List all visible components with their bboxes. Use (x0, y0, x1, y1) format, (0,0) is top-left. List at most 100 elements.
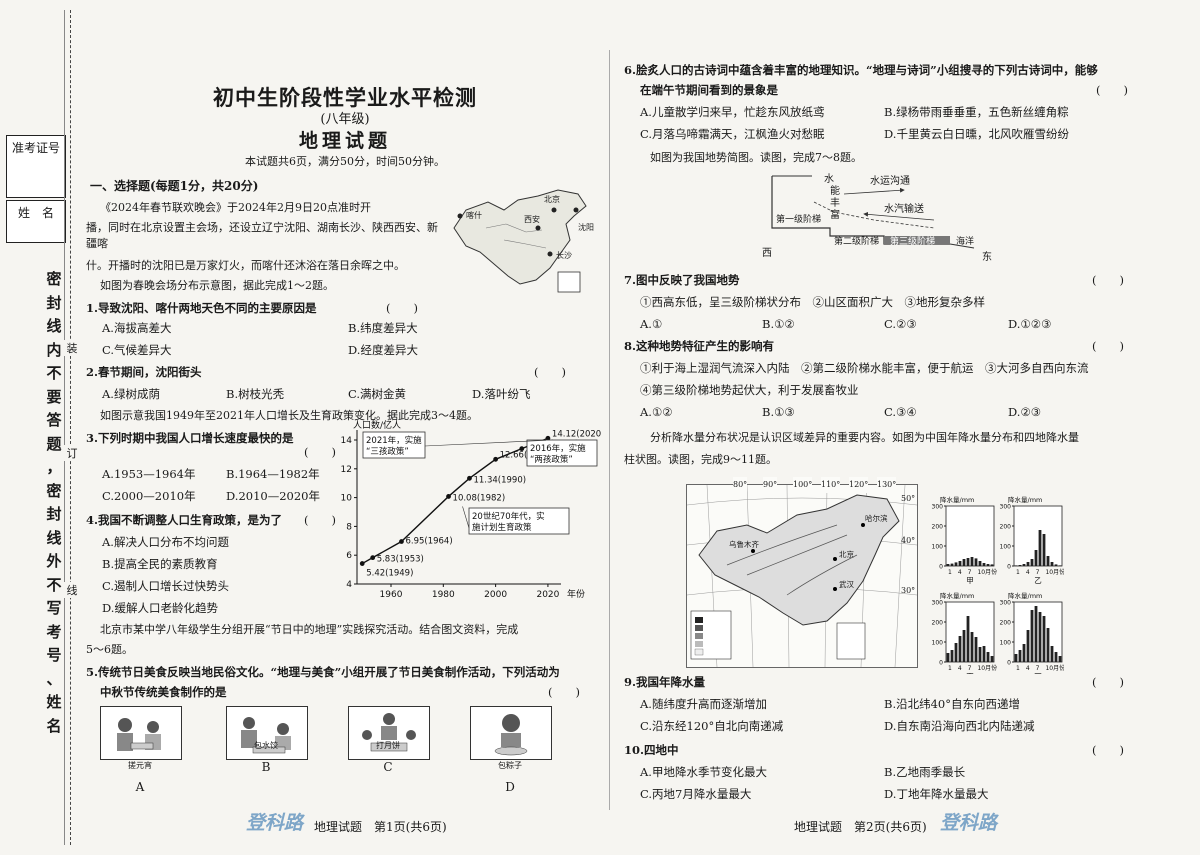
q3-option-b[interactable]: B.1964—1982年 (226, 467, 320, 481)
q5-picture-c[interactable] (348, 706, 430, 760)
q6-answer[interactable]: ( ) (1096, 83, 1128, 97)
q8-option-a[interactable]: A.①② (640, 405, 673, 419)
q3-option-d[interactable]: D.2010—2020年 (226, 489, 320, 503)
city-label-harbin: 哈尔滨 (865, 514, 888, 523)
y-tick-label: 6 (346, 551, 352, 561)
q1-option-d[interactable]: D.经度差异大 (348, 343, 418, 357)
q2-answer[interactable]: ( ) (534, 365, 566, 379)
precip-bar (982, 563, 986, 566)
q9-option-a[interactable]: A.随纬度升高而逐渐增加 (640, 697, 767, 711)
q8-option-c[interactable]: C.③④ (884, 405, 917, 419)
q6-option-c[interactable]: C.月落乌啼霜满天，江枫渔火对愁眠 (640, 127, 825, 141)
q4-option-a[interactable]: A.解决人口分布不均问题 (102, 535, 229, 549)
q10-answer[interactable]: ( ) (1092, 743, 1124, 757)
q10-option-c[interactable]: C.丙地7月降水量最大 (640, 787, 752, 801)
q4-option-d[interactable]: D.缓解人口老龄化趋势 (102, 601, 218, 615)
q1-option-c[interactable]: C.气候差异大 (102, 343, 172, 357)
q10-option-d[interactable]: D.丁地年降水量最大 (884, 787, 989, 801)
data-label: 14.12(2020) (552, 429, 601, 439)
q5-answer[interactable]: ( ) (548, 685, 580, 699)
seal-char: 答 (46, 411, 62, 429)
y-tick-label: 0 (939, 660, 943, 667)
q8-answer[interactable]: ( ) (1092, 339, 1124, 353)
precip-bar (986, 564, 990, 566)
q5-picture-a[interactable] (100, 706, 182, 760)
q7-answer[interactable]: ( ) (1092, 273, 1124, 287)
q4-option-b[interactable]: B.提高全民的素质教育 (102, 557, 218, 571)
q9-answer[interactable]: ( ) (1092, 675, 1124, 689)
passage-2: 如图示意我国1949年至2021年人口增长及生育政策变化。据此完成3～4题。 (100, 409, 478, 422)
q2-option-c[interactable]: C.满树金黄 (348, 387, 407, 401)
q5-picture-d[interactable] (470, 706, 552, 760)
q8-option-d[interactable]: D.②③ (1008, 405, 1042, 419)
data-label: 12.66(2000) (500, 450, 553, 460)
q4-answer[interactable]: ( ) (304, 513, 336, 527)
y-tick-label: 300 (1000, 600, 1012, 607)
q4-option-c[interactable]: C.遏制人口增长过快势头 (102, 579, 230, 593)
q9-stem: 9.我国年降水量 (624, 675, 706, 689)
q7-statements: ①西高东低，呈三级阶梯状分布 ②山区面积广大 ③地形复杂多样 (640, 295, 985, 309)
seal-char: 线 (46, 528, 62, 547)
precip-bar (950, 563, 954, 566)
seal-char: 密 (46, 481, 62, 500)
q2-option-d[interactable]: D.落叶纷飞 (472, 387, 531, 401)
q3-answer[interactable]: ( ) (304, 445, 336, 459)
q7-option-d[interactable]: D.①②③ (1008, 317, 1052, 331)
q2-stem: 2.春节期间，沈阳街头 (86, 365, 202, 379)
y-axis-label: 降水量/mm (940, 591, 974, 600)
terrain-label-ocean: 海洋 (956, 237, 975, 247)
q10-option-a[interactable]: A.甲地降水季节变化最大 (640, 765, 767, 779)
population-line (361, 437, 549, 565)
family-icon (362, 713, 416, 752)
annotation-leader (462, 506, 470, 529)
q6-option-b[interactable]: B.绿杨带雨垂垂重，五色新丝缠角粽 (884, 105, 1069, 119)
q8-statements-line-b: ④第三级阶梯地势起伏大，利于发展畜牧业 (640, 383, 859, 397)
q1-answer[interactable]: ( ) (386, 301, 418, 315)
data-label: 6.95(1964) (405, 537, 452, 547)
precip-bar (1038, 612, 1042, 662)
seal-char: 题 (46, 434, 62, 453)
passage-3-line-b: 5～6题。 (86, 643, 133, 656)
q6-option-a[interactable]: A.儿童散学归来早，忙趁东风放纸鸢 (640, 105, 825, 119)
y-axis-label: 降水量/mm (1008, 591, 1042, 600)
precip-bar (1038, 530, 1042, 566)
q2-option-a[interactable]: A.绿树成荫 (102, 387, 160, 401)
q7-option-b[interactable]: B.①② (762, 317, 795, 331)
q8-option-b[interactable]: B.①③ (762, 405, 795, 419)
precip-bar (1050, 646, 1054, 662)
name-field[interactable] (6, 222, 66, 243)
q9-option-d[interactable]: D.自东南沿海向西北内陆递减 (884, 719, 1035, 733)
exam-title: 初中生阶段性学业水平检测 (213, 86, 477, 110)
q7-option-a[interactable]: A.① (640, 317, 663, 331)
q7-option-c[interactable]: C.②③ (884, 317, 917, 331)
bind-mark-zhuang: 装 (64, 340, 80, 356)
y-tick-label: 300 (932, 504, 944, 511)
q5-picture-b[interactable] (226, 706, 308, 760)
precip-bar (962, 630, 966, 662)
precip-bar (1022, 644, 1026, 662)
q1-option-a[interactable]: A.海拔高差大 (102, 321, 172, 335)
q6-option-d[interactable]: D.千里黄云白日曛，北风吹雁雪纷纷 (884, 127, 1069, 141)
passage-1-line-d: 如图为春晚会场分布示意图，据此完成1～2题。 (100, 279, 334, 292)
q9-option-c[interactable]: C.沿东经120°自北向南递减 (640, 719, 784, 733)
precip-bar (1026, 562, 1030, 566)
family-icon (241, 717, 291, 754)
exam-grade: (八年级) (320, 112, 370, 127)
city-label-beijing: 北京 (839, 550, 854, 559)
q3-option-c[interactable]: C.2000—2010年 (102, 489, 196, 503)
q5-letter-b: B (261, 760, 271, 774)
q9-option-b[interactable]: B.沿北纬40°自东向西递增 (884, 697, 1020, 711)
precip-bar (1014, 654, 1018, 662)
q2-option-b[interactable]: B.树枝光秃 (226, 387, 285, 401)
precip-bar (1034, 550, 1038, 566)
q3-option-a[interactable]: A.1953—1964年 (102, 467, 196, 481)
q1-option-b[interactable]: B.纬度差异大 (348, 321, 418, 335)
precip-bar (1018, 565, 1022, 566)
x-tick-label: 1980 (432, 590, 455, 600)
exam-id-field[interactable] (6, 157, 66, 198)
precip-bar (1054, 564, 1058, 566)
q10-option-b[interactable]: B.乙地雨季最长 (884, 765, 966, 779)
x-axis-label: 年份 (567, 588, 585, 600)
